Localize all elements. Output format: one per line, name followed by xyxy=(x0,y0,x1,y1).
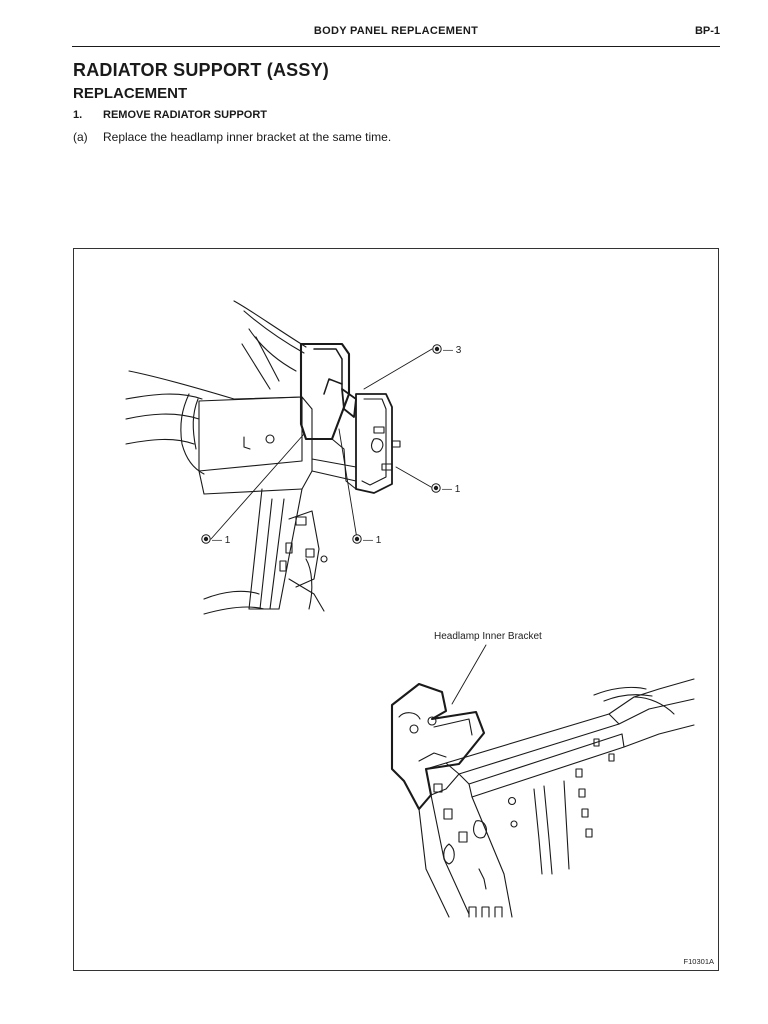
illustration-figure: — 3 — 1 — 1 — 1 Headlamp Inner Bracket F… xyxy=(73,248,719,971)
figure-id: F10301A xyxy=(683,957,714,966)
upper-callout-leaders xyxy=(210,348,433,540)
section-title: RADIATOR SUPPORT (ASSY) xyxy=(73,60,329,80)
weld-callout-top-right: — 3 xyxy=(443,345,462,356)
step-label: REMOVE RADIATOR SUPPORT xyxy=(103,109,267,121)
weld-symbol-top-right xyxy=(432,344,442,354)
weld-callout-center: — 1 xyxy=(363,535,382,546)
page-number: BP-1 xyxy=(694,25,720,37)
page-header: BODY PANEL REPLACEMENT BP-1 xyxy=(72,22,720,47)
substep-a: (a) Replace the headlamp inner bracket at… xyxy=(73,130,391,144)
weld-symbol-right xyxy=(431,483,441,493)
step-number: 1. xyxy=(73,109,83,121)
step-1: 1. REMOVE RADIATOR SUPPORT xyxy=(73,109,267,121)
section-subtitle: REPLACEMENT xyxy=(73,85,188,102)
lower-assembly-drawing xyxy=(390,678,695,918)
weld-symbol-left xyxy=(201,534,211,544)
weld-symbol-center xyxy=(352,534,362,544)
bracket-callout-label: Headlamp Inner Bracket xyxy=(434,631,542,642)
weld-symbols xyxy=(201,344,442,544)
substep-text: Replace the headlamp inner bracket at th… xyxy=(103,130,392,144)
header-title: BODY PANEL REPLACEMENT xyxy=(313,25,479,37)
weld-callout-right: — 1 xyxy=(442,484,461,495)
radiator-support-drawing: — 3 — 1 — 1 — 1 Headlamp Inner Bracket xyxy=(125,300,695,918)
weld-callout-left: — 1 xyxy=(212,535,231,546)
lower-callout-leader xyxy=(451,644,487,705)
upper-assembly-drawing xyxy=(125,300,401,615)
substep-label: (a) xyxy=(73,130,88,144)
